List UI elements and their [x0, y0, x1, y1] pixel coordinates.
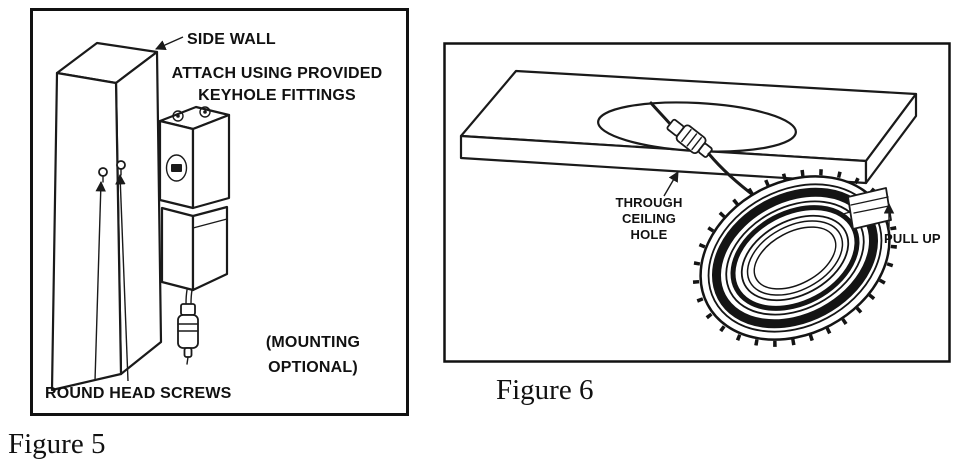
screw-arrow-right	[115, 173, 129, 382]
attach-label-line1: ATTACH USING PROVIDED	[172, 65, 383, 82]
figure6-panel: THROUGH CEILING HOLE PULL UP	[443, 42, 951, 363]
junction-tab-drawing	[839, 187, 892, 230]
power-connector-drawing	[177, 289, 199, 365]
mounting-label-line2: OPTIONAL)	[268, 359, 358, 376]
driver-label-mark	[171, 164, 182, 172]
ceiling-panel-drawing	[459, 69, 918, 185]
leader-lines-figure5	[94, 36, 184, 382]
side-wall-arrow	[155, 36, 184, 50]
keyhole-slot	[203, 110, 207, 114]
attach-label-line2: KEYHOLE FITTINGS	[198, 87, 356, 104]
figure6-border	[443, 42, 951, 363]
round-head-screws-label: ROUND HEAD SCREWS	[45, 385, 232, 402]
through-label-line3: HOLE	[631, 227, 668, 242]
driver-box-drawing	[158, 105, 231, 292]
side-wall-drawing	[50, 41, 163, 392]
figure6-caption: Figure 6	[496, 374, 593, 406]
figure5-border	[30, 8, 409, 416]
mounting-label-line1: (MOUNTING	[266, 334, 360, 351]
through-label-line1: THROUGH	[615, 195, 682, 210]
through-hole-arrow	[663, 171, 679, 197]
through-label-line2: CEILING	[622, 211, 676, 226]
figure5-caption: Figure 5	[8, 428, 105, 460]
keyhole-slot	[176, 114, 180, 118]
pull-up-label: PULL UP	[884, 231, 941, 246]
screw-arrow-left	[94, 180, 106, 382]
figure5-panel: SIDE WALL ATTACH USING PROVIDED KEYHOLE …	[30, 8, 409, 416]
side-wall-label: SIDE WALL	[187, 31, 276, 48]
